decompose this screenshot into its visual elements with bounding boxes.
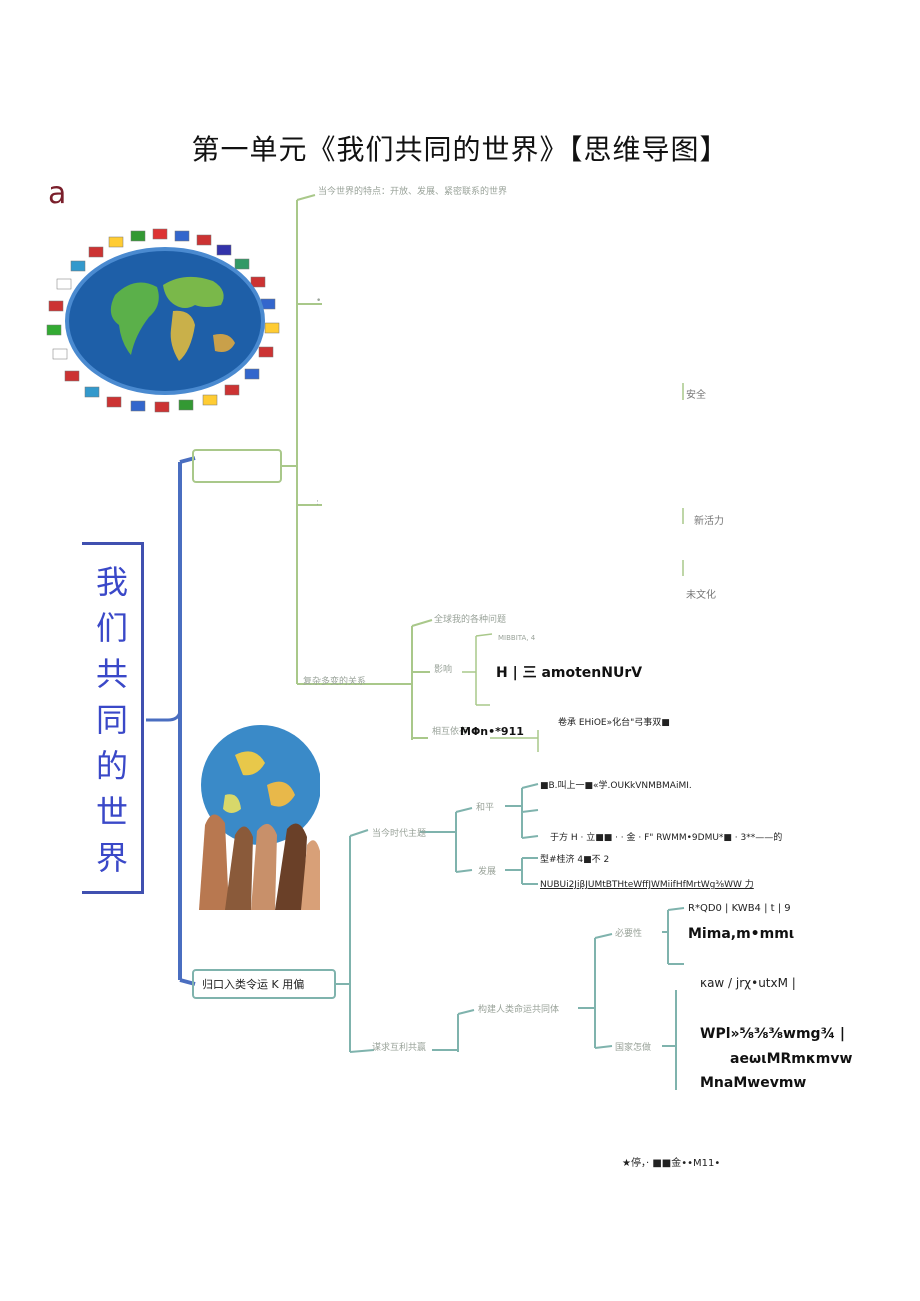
sub-faint-2: MIBBITA, 4: [498, 634, 536, 642]
country-line-2: WPl»⅝⅜⅜wmg¾ |: [700, 1026, 846, 1042]
necessity-line-1: R*QD0 | KWB4 | t | 9: [688, 903, 791, 914]
relation-node: 复杂多变的关系: [303, 677, 367, 687]
left-node: 归口入类令运 K 用偏: [202, 978, 305, 991]
sub-node-label: 相互依存: [432, 727, 469, 737]
peace-line-1: ■B.叫上一■«学.OUKkVNMBMAiMI.: [540, 781, 692, 791]
cooperation-node: 谋求互利共赢: [372, 1043, 427, 1053]
side-mark-security: 安全: [686, 390, 706, 401]
vertical-title: 我们共同的世界: [95, 563, 128, 877]
feature-text: 当今世界的特点：开放、发展、紧密联系的世界: [318, 187, 508, 197]
side-mark-culture: 未文化: [686, 590, 716, 601]
dev-line-2: NUBUi2JiβJUMtBTHteWffJWMiifHfMrtWg⅜WW 力: [540, 880, 754, 890]
corner-letter: a: [48, 176, 67, 211]
country-line-3: aeωιMRmκmvw: [730, 1051, 853, 1067]
vertical-title-frame: 我们共同的世界: [82, 542, 144, 894]
sub-faint-1: 全球我的各种问题: [434, 615, 507, 625]
side-mark-vitality: 新活力: [694, 516, 724, 527]
sub-node-value: MΦn•*911: [460, 725, 524, 738]
page-title: 第一单元《我们共同的世界》【思维导图】: [191, 133, 729, 166]
country-line-1: κaw / jrχ•utxM |: [700, 976, 796, 990]
country-line-4: MnaMwevmw: [700, 1075, 807, 1091]
theme-node: 当今时代主题: [372, 829, 427, 839]
community-node: 构建人类命运共同体: [478, 1005, 560, 1015]
branch-mark-b: :: [316, 498, 320, 508]
footer-note: ★停，· ■■金••M11•: [622, 1158, 721, 1169]
branch-mark-a: •: [316, 296, 322, 306]
country-label: 国家怎做: [615, 1043, 652, 1053]
dev-label: 发展: [478, 867, 497, 877]
globe-flags-image: [45, 225, 285, 415]
dev-line-1: 型#桂济 4■不 2: [540, 855, 610, 865]
inherit-text: 卷承 EHiOE»化台"弓事双■: [558, 718, 670, 728]
peace-label: 和平: [476, 803, 495, 813]
influence-value: H | 三 amotenNUrV: [496, 665, 643, 681]
peace-line-2: 于方 H · 立■■ · · 金 · F" RWMM•9DMU*■ · 3**—…: [550, 833, 783, 843]
necessity-label: 必要性: [615, 929, 643, 939]
hands-globe-image: [195, 705, 320, 910]
necessity-line-2: Mima,m•mmι: [688, 926, 795, 942]
influence-label: 影响: [434, 665, 453, 675]
